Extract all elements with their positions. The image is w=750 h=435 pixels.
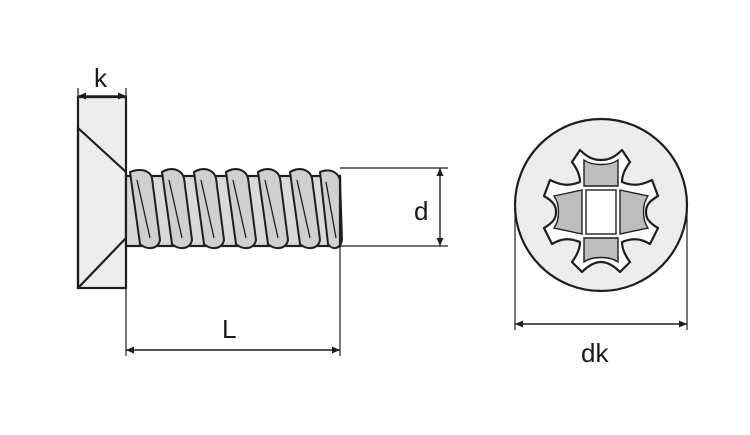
screw-head-profile	[76, 95, 128, 290]
dimension-L: L	[125, 246, 341, 356]
recess-shading-left	[552, 189, 583, 235]
label-L: L	[222, 314, 236, 344]
label-k: k	[94, 63, 108, 93]
screw-threads	[128, 168, 344, 250]
dimension-d: d	[340, 167, 448, 247]
recess-shading-top	[583, 158, 619, 187]
screw-side-view	[76, 95, 344, 290]
dimension-k: k	[77, 63, 127, 100]
label-d: d	[414, 196, 428, 226]
recess-center	[585, 189, 617, 235]
dimension-dk: dk	[514, 205, 688, 368]
recess-shading-bottom	[583, 237, 619, 264]
screw-head-top-view	[513, 117, 689, 293]
head-taper-lower	[76, 236, 128, 290]
head-taper-upper	[76, 126, 128, 174]
recess-shading-right	[619, 189, 650, 235]
label-dk: dk	[581, 338, 609, 368]
